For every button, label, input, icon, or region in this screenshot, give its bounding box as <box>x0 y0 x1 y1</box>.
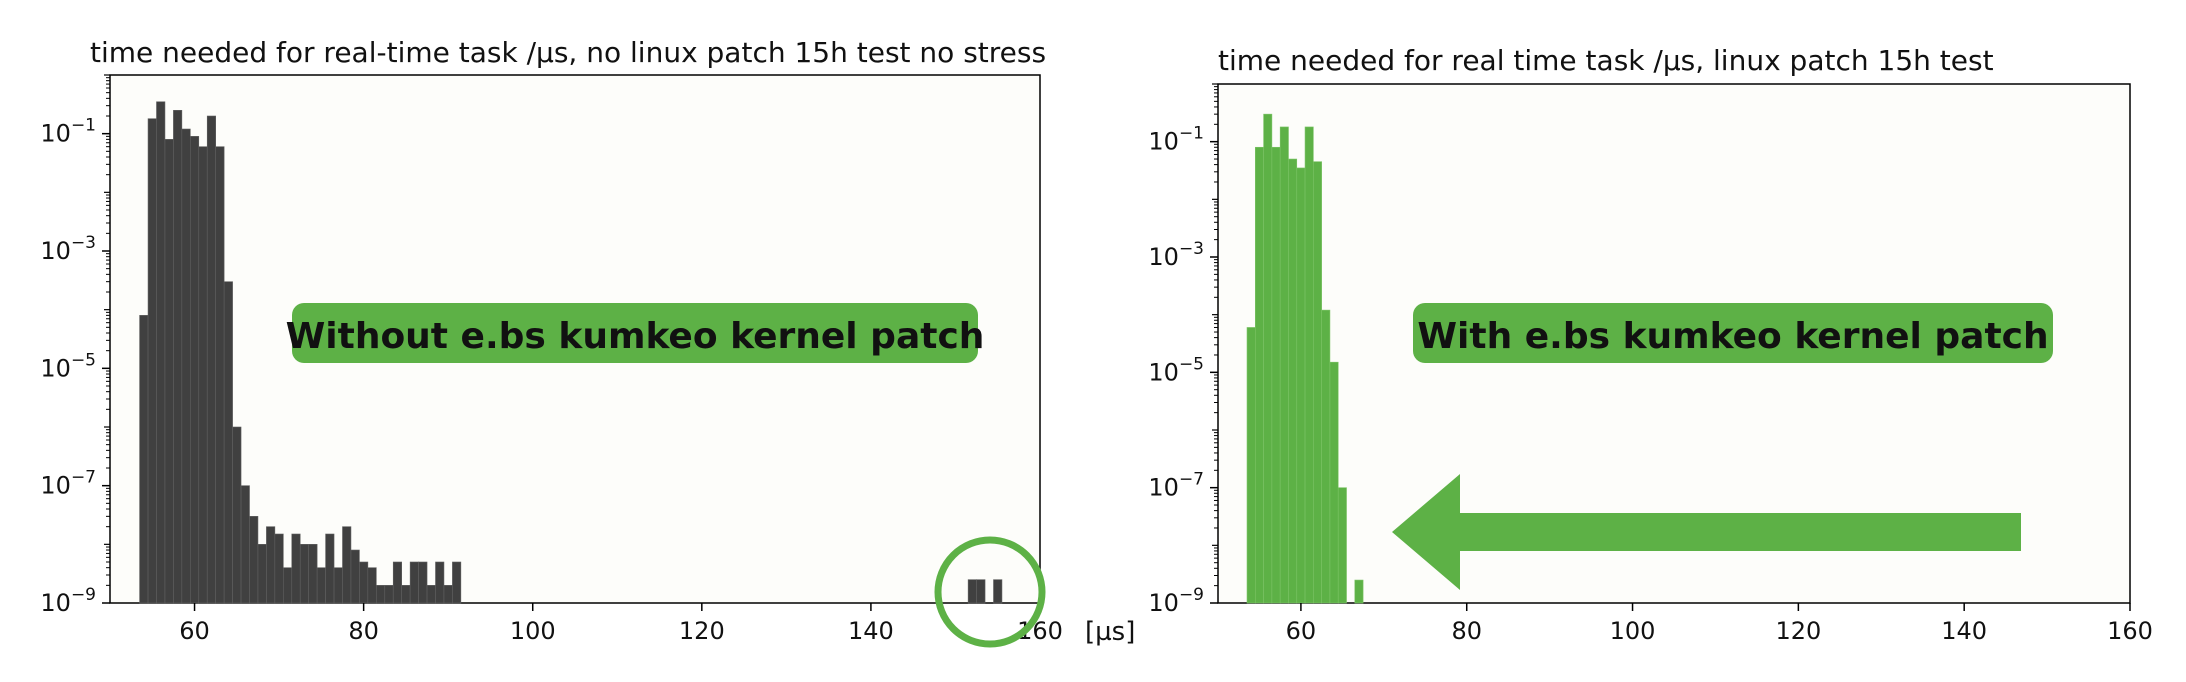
bar-left-17 <box>283 567 293 604</box>
bars-left <box>139 101 1003 604</box>
bar-right-11 <box>1337 487 1347 604</box>
bar-right-2 <box>1263 113 1273 604</box>
x-tick-label-right-2: 100 <box>1610 617 1656 645</box>
bar-left-38 <box>967 579 977 604</box>
bar-left-10 <box>223 281 233 604</box>
bar-left-26 <box>359 561 369 604</box>
bar-left-11 <box>232 426 242 604</box>
bar-left-28 <box>376 585 386 604</box>
x-tick-label-right-4: 140 <box>1941 617 1987 645</box>
bar-left-30 <box>392 561 402 604</box>
chart-title-left: time needed for real-time task /µs, no l… <box>90 36 1046 69</box>
x-tick-label-right-0: 60 <box>1286 617 1317 645</box>
y-tick-label-right-0: 10−9 <box>1148 585 1204 617</box>
bar-right-10 <box>1329 361 1339 604</box>
x-unit-label: [µs] <box>1085 617 1135 647</box>
y-tick-label-left-3: 10−3 <box>40 233 96 265</box>
x-tick-label-left-1: 80 <box>348 617 379 645</box>
bar-left-36 <box>443 585 453 604</box>
bar-left-0 <box>139 315 149 604</box>
bar-right-3 <box>1271 146 1281 604</box>
bar-left-1 <box>147 118 157 604</box>
bar-left-4 <box>173 110 183 604</box>
bars-right <box>1246 113 1364 604</box>
bar-left-21 <box>316 567 326 604</box>
bar-left-3 <box>164 139 174 604</box>
bar-left-22 <box>325 533 335 604</box>
bar-right-9 <box>1321 309 1331 604</box>
bar-left-9 <box>215 146 225 604</box>
bar-left-13 <box>249 516 259 604</box>
bar-right-1 <box>1255 146 1264 604</box>
y-tick-label-left-1: 10−7 <box>40 468 96 500</box>
y-tick-label-left-0: 10−9 <box>40 585 96 617</box>
bar-left-39 <box>976 579 986 604</box>
bar-left-37 <box>452 561 462 604</box>
x-tick-label-left-3: 120 <box>679 617 725 645</box>
bar-left-16 <box>274 533 284 604</box>
bar-left-25 <box>350 549 360 604</box>
annotation-without-patch: Without e.bs kumkeo kernel patch <box>286 303 985 363</box>
bar-left-12 <box>240 485 250 604</box>
bar-left-29 <box>384 585 394 604</box>
bar-right-0 <box>1246 327 1256 604</box>
bar-left-33 <box>418 561 428 604</box>
bar-right-4 <box>1279 126 1289 604</box>
bar-left-20 <box>308 544 318 604</box>
annotation-without-patch-text: Without e.bs kumkeo kernel patch <box>286 316 985 357</box>
bar-left-32 <box>409 561 419 604</box>
bar-left-2 <box>156 101 166 604</box>
x-tick-label-left-2: 100 <box>510 617 556 645</box>
x-tick-label-left-4: 140 <box>848 617 894 645</box>
annotation-with-patch-text: With e.bs kumkeo kernel patch <box>1417 316 2048 357</box>
bar-left-19 <box>299 544 309 604</box>
x-tick-label-right-3: 120 <box>1775 617 1821 645</box>
chart-right: time needed for real time task /µs, linu… <box>1148 44 2153 645</box>
y-tick-label-right-4: 10−1 <box>1148 124 1204 156</box>
axes-right: 60 80 100 120 140 160 10−9 10−7 10−5 10−3 10−1 <box>1148 83 2153 645</box>
bar-right-8 <box>1313 161 1322 604</box>
bar-left-35 <box>435 561 445 604</box>
bar-left-14 <box>257 544 267 604</box>
bar-left-18 <box>291 533 301 604</box>
bar-left-40 <box>993 579 1003 604</box>
y-tick-label-right-2: 10−5 <box>1148 354 1204 386</box>
left-arrow-icon <box>1392 474 2021 590</box>
bar-left-34 <box>426 585 436 604</box>
y-tick-label-left-2: 10−5 <box>40 350 96 382</box>
bar-left-7 <box>198 146 208 604</box>
bar-left-5 <box>181 128 191 604</box>
bar-left-6 <box>190 136 200 604</box>
bar-right-5 <box>1288 158 1298 604</box>
y-tick-label-left-4: 10−1 <box>40 116 96 148</box>
x-tick-label-right-5: 160 <box>2107 617 2153 645</box>
bar-left-24 <box>342 526 352 604</box>
x-tick-label-right-1: 80 <box>1451 617 1482 645</box>
chart-left: time needed for real-time task /µs, no l… <box>40 36 1135 648</box>
bar-right-7 <box>1304 126 1314 604</box>
y-tick-label-right-3: 10−3 <box>1148 239 1204 271</box>
bar-left-31 <box>401 585 411 604</box>
bar-left-15 <box>266 526 276 604</box>
bar-left-8 <box>206 115 216 604</box>
annotation-with-patch: With e.bs kumkeo kernel patch <box>1413 303 2053 363</box>
highlight-circle <box>934 536 1046 648</box>
bar-right-12 <box>1354 579 1364 604</box>
x-tick-label-left-0: 60 <box>179 617 210 645</box>
chart-title-right: time needed for real time task /µs, linu… <box>1218 44 1994 77</box>
bar-right-6 <box>1296 167 1306 604</box>
bar-left-23 <box>333 567 343 604</box>
y-tick-label-right-1: 10−7 <box>1148 470 1204 502</box>
bar-left-27 <box>367 567 377 604</box>
